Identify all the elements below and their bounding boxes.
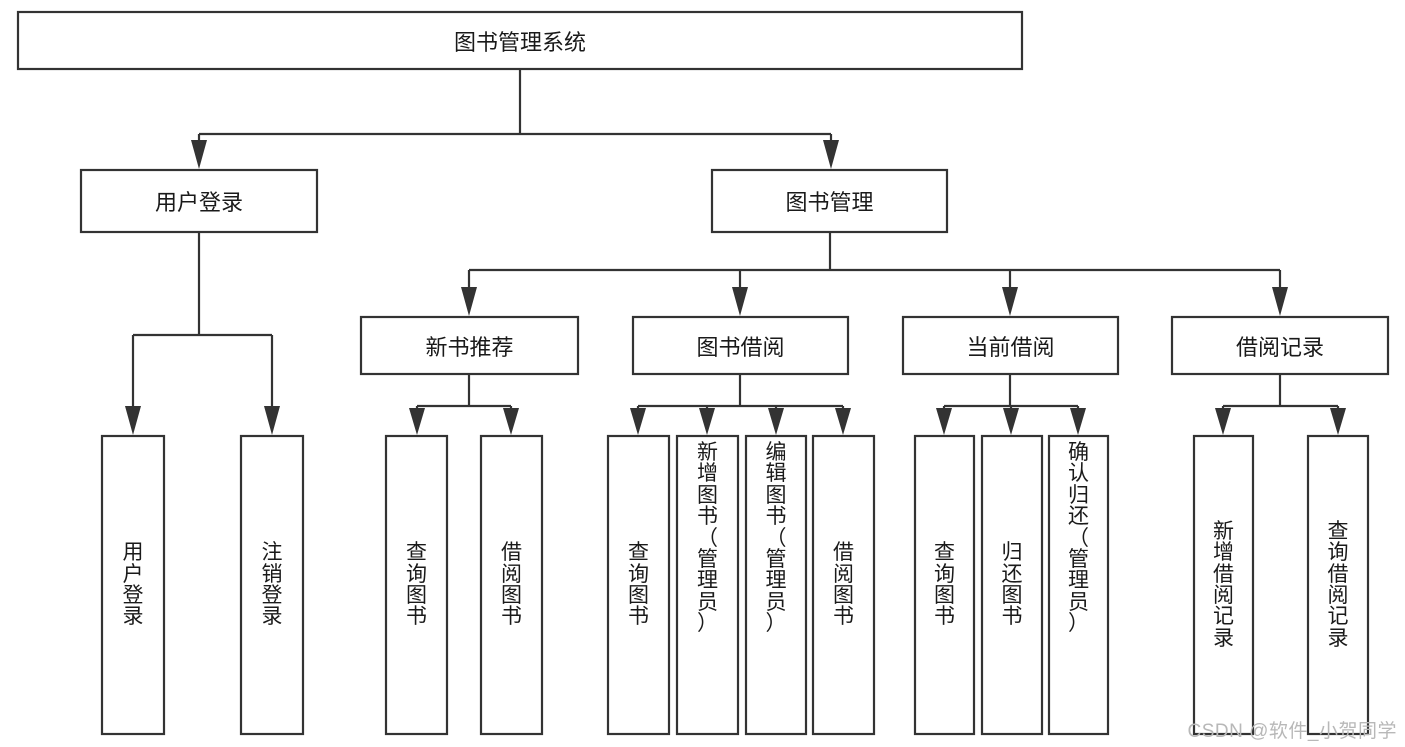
arrow-head-query-book-current bbox=[936, 408, 952, 435]
arrow-head-book-borrow bbox=[732, 287, 748, 316]
node-box-leaf-user-login[interactable] bbox=[100, 434, 166, 736]
node-box-root[interactable] bbox=[16, 10, 1024, 71]
arrow-head-add-book-admin bbox=[699, 408, 715, 435]
node-box-book-borrow[interactable] bbox=[631, 315, 850, 376]
arrow-head-query-borrow-record bbox=[1330, 408, 1346, 435]
arrow-head-leaf-user-login bbox=[125, 406, 141, 435]
node-box-leaf-return-book[interactable] bbox=[980, 434, 1044, 736]
node-box-leaf-borrow-book-rec[interactable] bbox=[479, 434, 544, 736]
node-box-leaf-confirm-return-admin[interactable] bbox=[1047, 434, 1110, 736]
arrow-head-book-manage bbox=[823, 140, 839, 169]
node-box-leaf-logout-login[interactable] bbox=[239, 434, 305, 736]
arrow-head-borrow-book bbox=[835, 408, 851, 435]
node-box-new-book-rec[interactable] bbox=[359, 315, 580, 376]
connector-group-book-manage bbox=[461, 232, 1288, 316]
arrow-head-edit-book-admin bbox=[768, 408, 784, 435]
node-box-book-manage[interactable] bbox=[710, 168, 949, 234]
arrow-head-return-book bbox=[1003, 408, 1019, 435]
node-box-leaf-query-book-current[interactable] bbox=[913, 434, 976, 736]
connector-group-new-book-rec bbox=[409, 374, 519, 435]
node-box-leaf-query-book-rec[interactable] bbox=[384, 434, 449, 736]
node-box-user-login[interactable] bbox=[79, 168, 319, 234]
connector-group-borrow-record bbox=[1215, 374, 1346, 435]
arrow-head-add-borrow-record bbox=[1215, 408, 1231, 435]
connector-group-user-login bbox=[125, 232, 280, 435]
arrow-head-current-borrow bbox=[1002, 287, 1018, 316]
node-box-leaf-add-borrow-record[interactable] bbox=[1192, 434, 1255, 736]
arrow-head-confirm-return-admin bbox=[1070, 408, 1086, 435]
arrow-head-query-book-rec bbox=[409, 408, 425, 435]
connector-group-book-borrow bbox=[630, 374, 851, 435]
connector-group-current-borrow bbox=[936, 374, 1086, 435]
connector-group-root bbox=[191, 69, 839, 169]
arrow-head-user-login bbox=[191, 140, 207, 169]
arrow-head-borrow-book-rec bbox=[503, 408, 519, 435]
node-box-borrow-record[interactable] bbox=[1170, 315, 1390, 376]
arrow-head-query-book-borrow bbox=[630, 408, 646, 435]
arrow-head-leaf-logout-login bbox=[264, 406, 280, 435]
arrow-head-borrow-record bbox=[1272, 287, 1288, 316]
node-box-current-borrow[interactable] bbox=[901, 315, 1120, 376]
node-box-leaf-query-borrow-record[interactable] bbox=[1306, 434, 1370, 736]
arrow-head-new-book-rec bbox=[461, 287, 477, 316]
node-box-leaf-query-book-borrow[interactable] bbox=[606, 434, 671, 736]
node-box-leaf-borrow-book[interactable] bbox=[811, 434, 876, 736]
node-box-leaf-add-book-admin[interactable] bbox=[675, 434, 740, 736]
node-box-leaf-edit-book-admin[interactable] bbox=[744, 434, 808, 736]
